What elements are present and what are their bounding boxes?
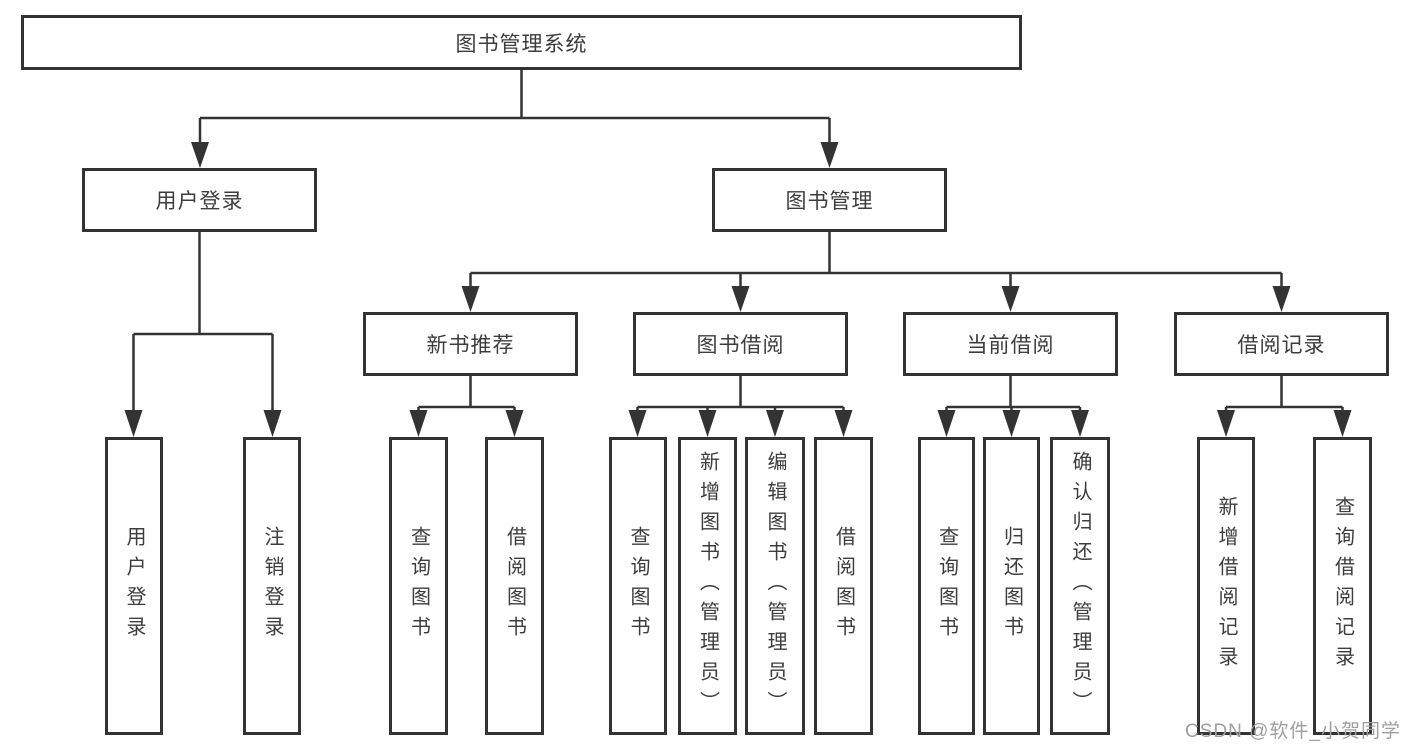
csdn-watermark: CSDN @软件_小贺同学 <box>1185 721 1401 742</box>
arrow-down-icon <box>1217 410 1235 437</box>
node-label: 新书推荐 <box>426 334 515 357</box>
node-user-login-action: 用户登录 <box>105 437 163 735</box>
node-label: 注销登录 <box>261 526 283 646</box>
node-label: 图书借阅 <box>696 334 785 357</box>
node-user-login: 用户登录 <box>82 168 317 232</box>
arrow-down-icon <box>191 142 209 168</box>
node-root-library-system: 图书管理系统 <box>21 15 1022 70</box>
connector-user-login-children <box>124 232 282 437</box>
connector-borrow-record-children <box>1217 376 1352 437</box>
node-return-book: 归还图书 <box>983 437 1040 735</box>
node-borrow-book: 借阅图书 <box>814 437 873 735</box>
node-current-borrow: 当前借阅 <box>903 312 1118 376</box>
connector-current-borrow-children <box>937 376 1089 437</box>
arrow-down-icon <box>628 410 647 437</box>
node-label: 查询借阅记录 <box>1331 496 1354 676</box>
node-label: 查询图书 <box>407 526 430 646</box>
arrow-down-icon <box>1272 286 1291 312</box>
arrow-down-icon <box>698 410 717 437</box>
arrow-down-icon <box>1002 410 1021 437</box>
node-label: 图书管理 <box>785 190 874 213</box>
arrow-down-icon <box>766 410 784 437</box>
connector-new-book-children <box>409 376 524 437</box>
node-label: 用户登录 <box>155 190 244 213</box>
node-book-management: 图书管理 <box>712 168 947 232</box>
connector-root-to-level2 <box>191 70 839 168</box>
node-label: 确认归还（管理员） <box>1069 451 1091 721</box>
node-label: 编辑图书（管理员） <box>764 451 786 721</box>
arrow-down-icon <box>834 410 853 437</box>
node-add-book-admin: 新增图书（管理员） <box>678 437 737 735</box>
node-label: 查询图书 <box>935 526 958 646</box>
arrow-down-icon <box>263 410 282 437</box>
node-query-book: 查询图书 <box>389 437 448 735</box>
node-query-book: 查询图书 <box>609 437 667 735</box>
node-label: 用户登录 <box>123 526 145 646</box>
arrow-down-icon <box>124 410 143 437</box>
node-new-book-recommend: 新书推荐 <box>363 312 578 376</box>
node-label: 借阅图书 <box>503 526 526 646</box>
arrow-down-icon <box>461 286 480 312</box>
node-query-book: 查询图书 <box>918 437 975 735</box>
node-add-borrow-record: 新增借阅记录 <box>1197 437 1255 735</box>
node-label: 新增图书（管理员） <box>696 451 719 721</box>
node-book-borrow: 图书借阅 <box>633 312 848 376</box>
connector-book-borrow-children <box>628 376 853 437</box>
arrow-down-icon <box>1071 410 1089 437</box>
arrow-down-icon <box>409 410 428 437</box>
node-label: 新增借阅记录 <box>1215 496 1237 676</box>
connector-book-management-children <box>461 232 1291 312</box>
arrow-down-icon <box>505 410 524 437</box>
node-edit-book-admin: 编辑图书（管理员） <box>745 437 805 735</box>
node-label: 借阅记录 <box>1237 334 1326 357</box>
node-borrow-records: 借阅记录 <box>1174 312 1389 376</box>
node-label: 查询图书 <box>627 526 649 646</box>
node-label: 归还图书 <box>1000 526 1023 646</box>
node-confirm-return-admin: 确认归还（管理员） <box>1050 437 1110 735</box>
node-label: 借阅图书 <box>832 526 855 646</box>
arrow-down-icon <box>731 286 750 312</box>
node-query-borrow-record: 查询借阅记录 <box>1313 437 1372 735</box>
arrow-down-icon <box>1333 410 1352 437</box>
arrow-down-icon <box>820 142 839 168</box>
node-label: 当前借阅 <box>966 334 1055 357</box>
node-label: 图书管理系统 <box>455 32 588 56</box>
arrow-down-icon <box>937 410 956 437</box>
node-logout-action: 注销登录 <box>243 437 301 735</box>
node-borrow-book: 借阅图书 <box>485 437 544 735</box>
arrow-down-icon <box>1001 286 1020 312</box>
